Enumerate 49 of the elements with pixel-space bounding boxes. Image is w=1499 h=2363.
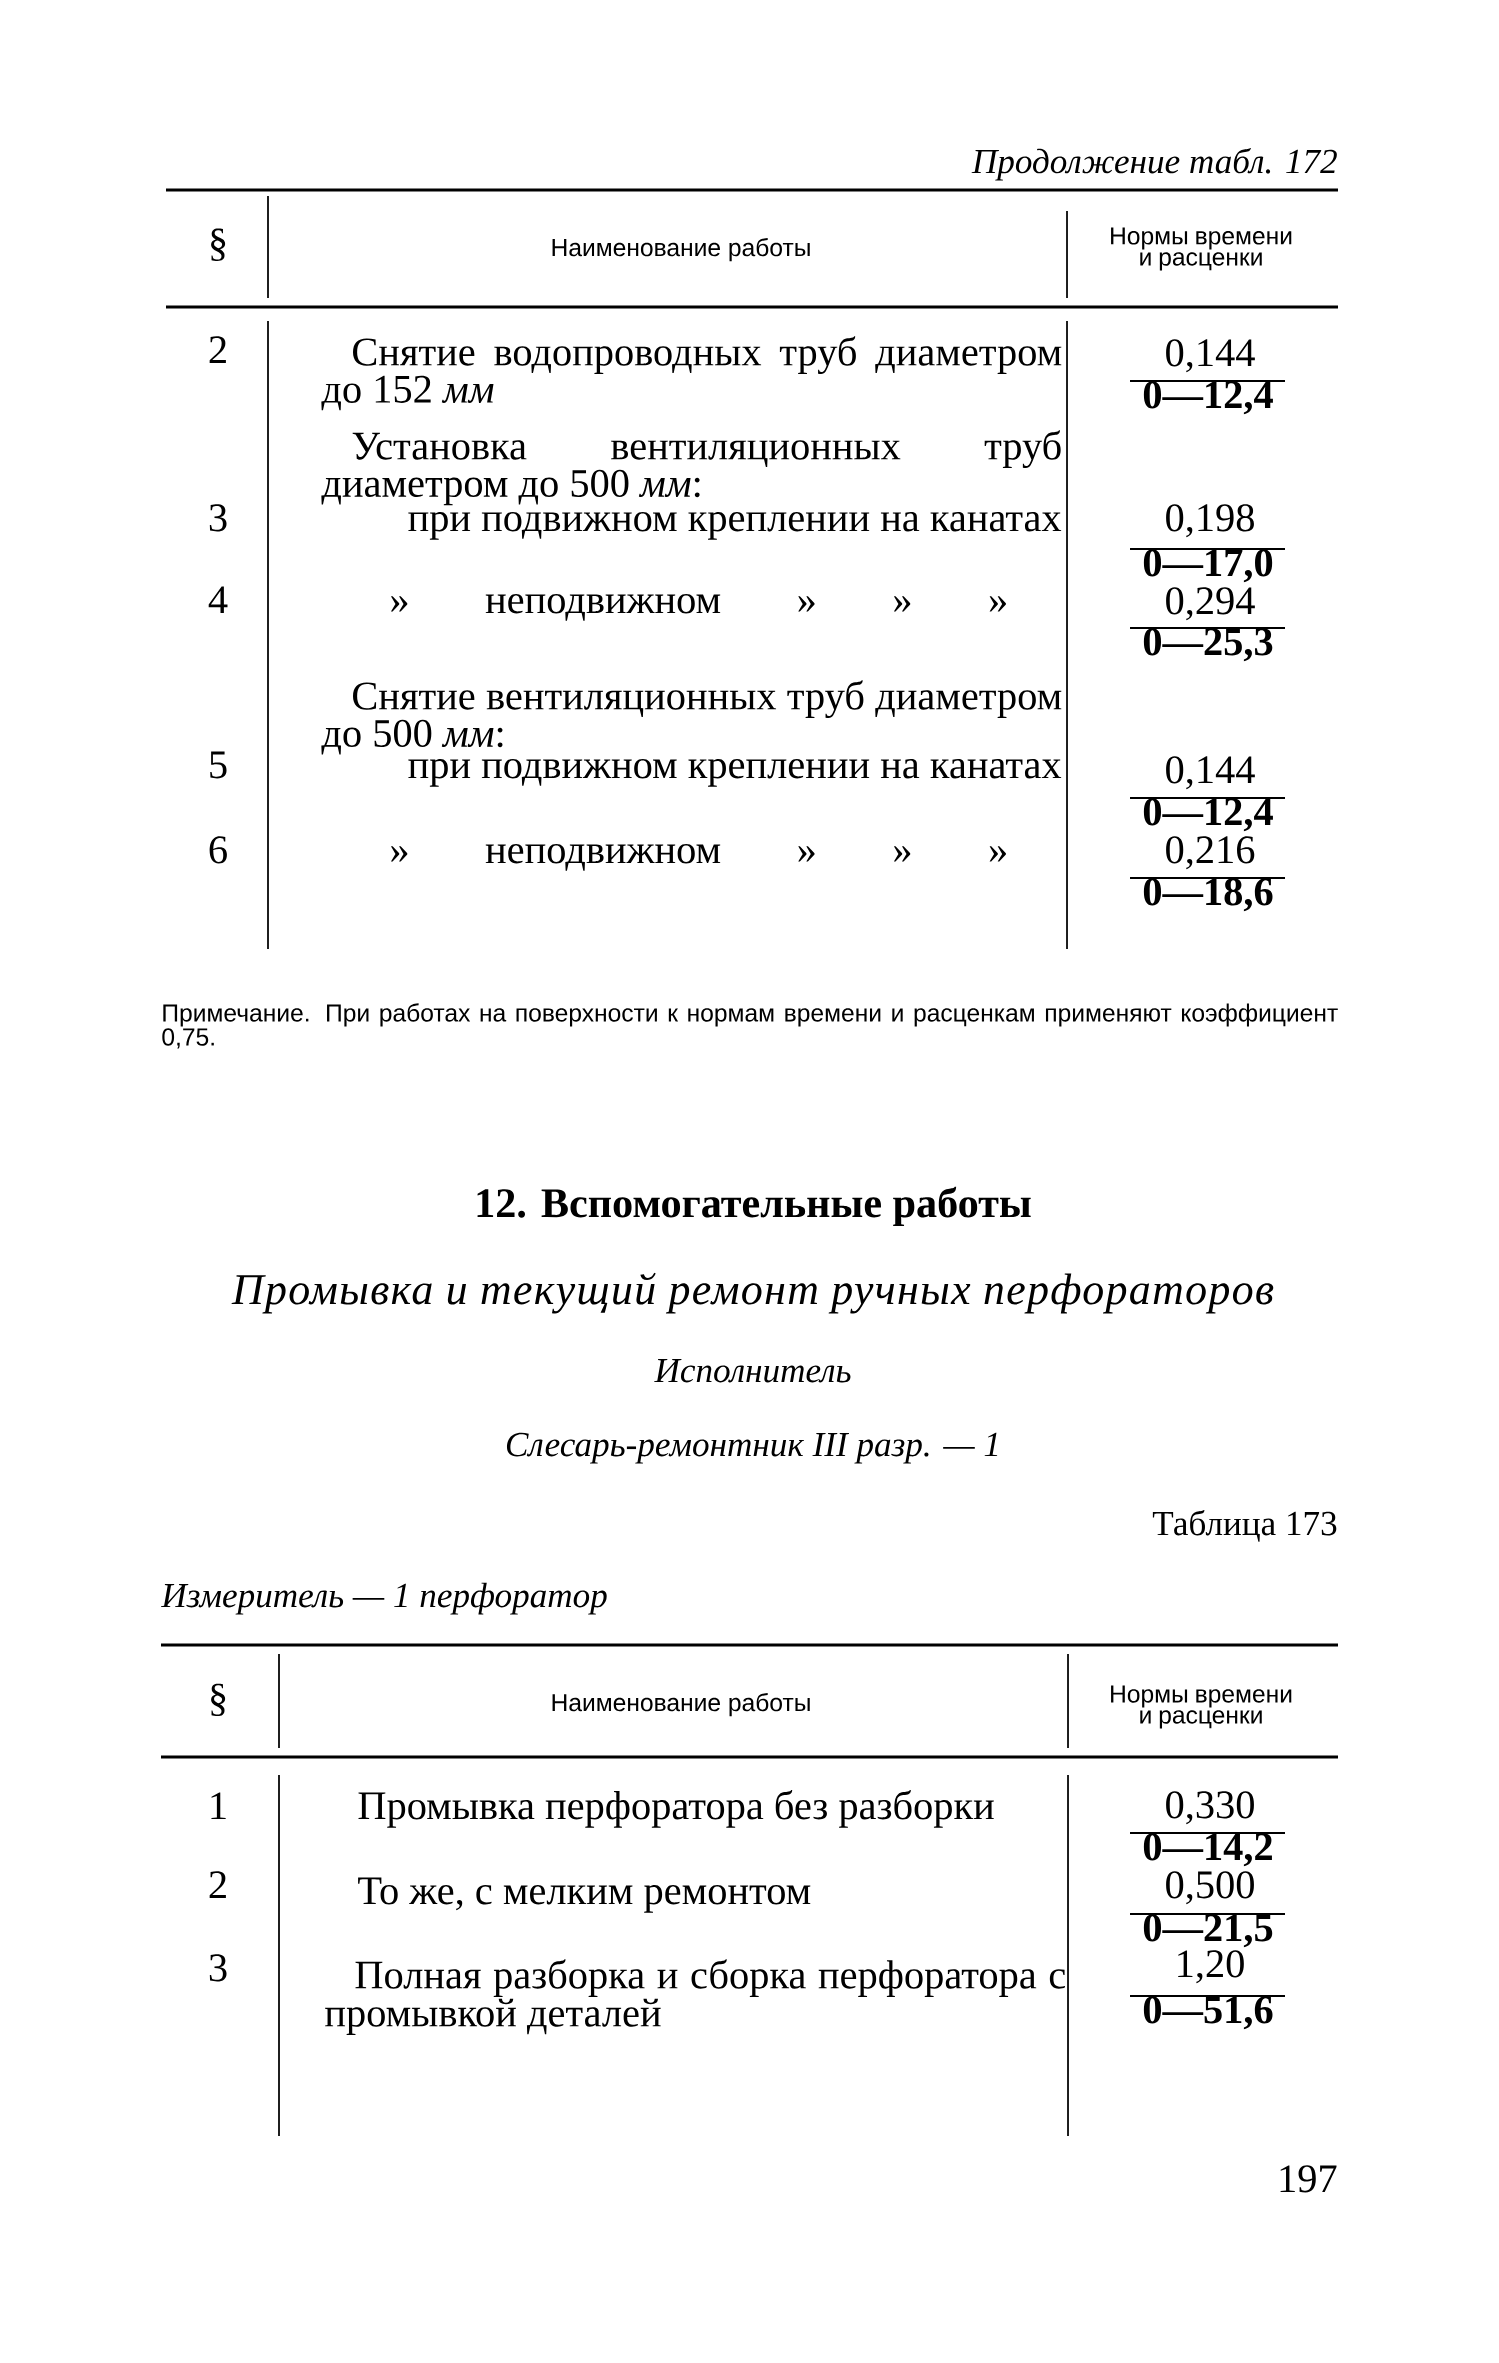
time-norm: 0,144 xyxy=(1166,756,1255,790)
page-number: 197 xyxy=(1280,2165,1337,2193)
caption-text: Слесарь-ремонтник III разр. — 1 xyxy=(506,1432,998,1464)
work-description: То же, с мелким ремонтом xyxy=(358,1877,811,1913)
row-number: 3 xyxy=(209,1954,227,1982)
note-text: Примечание. При работах на поверхности к нормам времени и расценкам применяют коэффициент 0,75. xyxy=(162,1003,1338,1049)
row-number: 6 xyxy=(209,836,227,864)
row-number: 1 xyxy=(211,1792,226,1820)
column-header: Наименование работы xyxy=(552,1693,810,1717)
work-description: » неподвижном » » » xyxy=(391,844,1006,871)
table-number: Таблица 173 xyxy=(1152,1509,1337,1542)
work-description: Снятие вентиляционных труб диаметром до 500 мм: xyxy=(321,680,1062,755)
time-norm: 0,216 xyxy=(1166,836,1255,870)
time-norm: 0,294 xyxy=(1166,587,1255,621)
rate-value: 0—18,6 xyxy=(1143,878,1273,912)
unit-text: Измеритель — 1 перфоратор xyxy=(160,1582,607,1615)
work-description: » неподвижном » » » xyxy=(391,594,1006,621)
column-header: Наименование работы xyxy=(552,238,810,262)
column-header: Нормы времени и расценки xyxy=(1111,1685,1292,1729)
work-description: Установка вентиляционных труб диаметром до 500 мм: xyxy=(321,430,1061,506)
caption-text: Исполнитель xyxy=(654,1359,851,1383)
work-description: Промывка перфоратора без разборки xyxy=(358,1790,994,1828)
work-description: при подвижном креплении на канатах xyxy=(408,759,1062,787)
time-norm: 0,144 xyxy=(1166,339,1255,373)
rate-value: 0—17,0 xyxy=(1143,549,1273,583)
rate-value: 0—25,3 xyxy=(1143,628,1273,662)
rate-value: 0—14,2 xyxy=(1143,1833,1272,1867)
column-header: § xyxy=(211,228,226,262)
work-description: Полная разборка и сборка перфоратора с промывкой деталей xyxy=(325,1959,1065,2035)
row-number: 4 xyxy=(208,586,228,614)
time-norm: 0,500 xyxy=(1166,1871,1254,1905)
time-norm: 0,198 xyxy=(1166,504,1254,538)
work-description: Снятие водопроводных труб диаметром до 152 мм xyxy=(321,336,1062,411)
running-header: Продолжение табл. 172 xyxy=(971,147,1337,181)
subsection-heading: Промывка и текущий ремонт ручных перфораторов xyxy=(231,1272,1274,1314)
rate-value: 0—12,4 xyxy=(1143,798,1273,832)
row-number: 2 xyxy=(209,336,226,364)
row-number: 5 xyxy=(210,751,227,779)
column-header: § xyxy=(211,1683,226,1717)
rate-value: 0—21,5 xyxy=(1143,1914,1273,1948)
rate-value: 0—12,4 xyxy=(1143,381,1273,415)
row-number: 2 xyxy=(209,1871,226,1899)
rate-value: 0—51,6 xyxy=(1143,1996,1273,2030)
work-description: при подвижном креплении на канатах xyxy=(408,512,1062,540)
section-heading: 12. Вспомогательные работы xyxy=(477,1186,1031,1227)
column-header: Нормы времени и расценки xyxy=(1111,227,1292,271)
row-number: 3 xyxy=(209,504,227,532)
time-norm: 0,330 xyxy=(1166,1791,1254,1825)
time-norm: 1,20 xyxy=(1178,1950,1244,1984)
